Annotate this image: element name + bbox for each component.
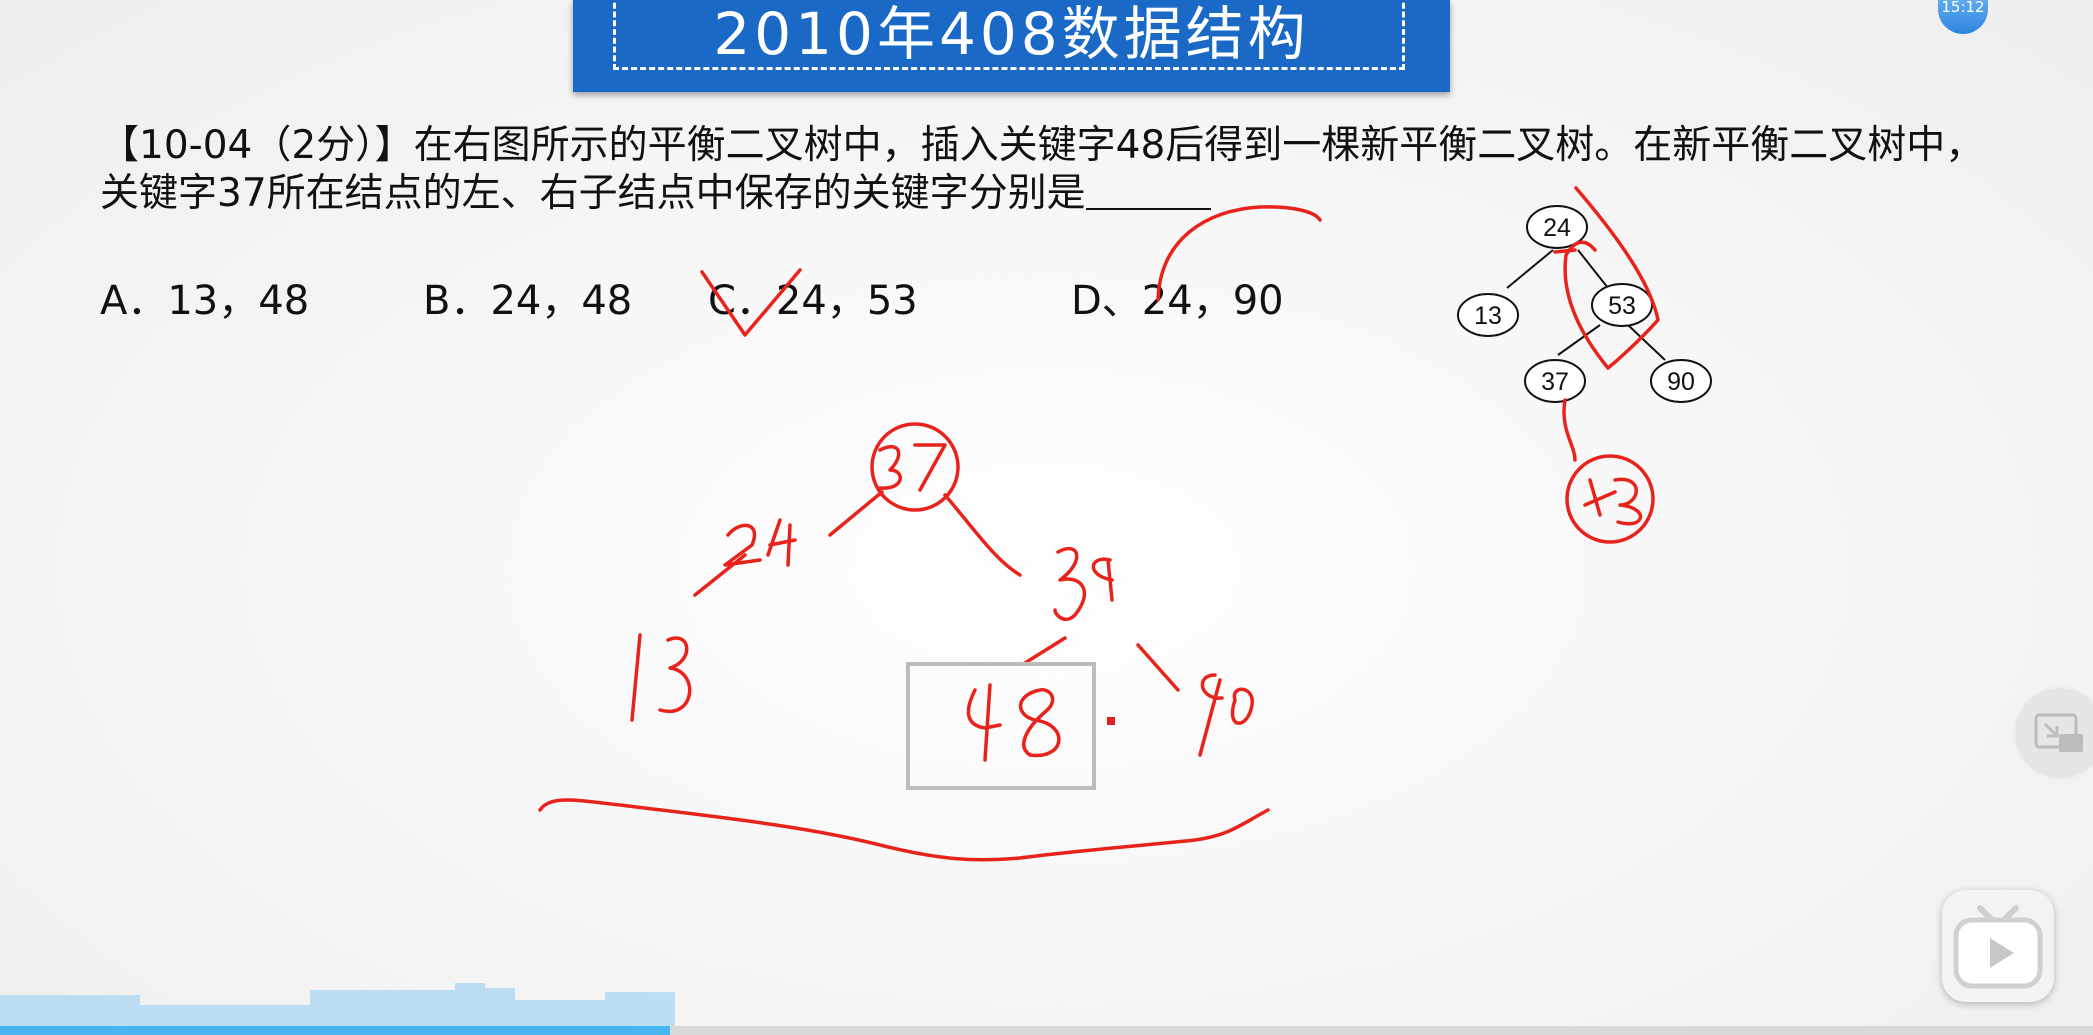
option-a[interactable]: A．13，48 bbox=[100, 278, 310, 324]
tree-node-label: 53 bbox=[1608, 292, 1636, 320]
tree-node-label: 90 bbox=[1667, 368, 1695, 396]
ink-digits-24 bbox=[723, 518, 797, 567]
ink-digits-90 bbox=[1198, 673, 1254, 757]
answer-blank bbox=[1085, 172, 1211, 210]
ink-hook-near-d bbox=[1156, 205, 1322, 302]
ink-digits-53 bbox=[1053, 546, 1114, 621]
tree-node-90: 90 bbox=[1650, 359, 1712, 403]
video-progress-bar[interactable] bbox=[0, 1026, 2093, 1035]
ink-edge-37-24 bbox=[828, 490, 884, 537]
ink-circle-48 bbox=[1565, 454, 1655, 544]
ink-circle-37 bbox=[870, 422, 960, 512]
pen-cursor bbox=[1107, 717, 1115, 725]
checkmark-option-c bbox=[700, 268, 802, 337]
title-banner: 2010年408数据结构 bbox=[573, 0, 1450, 92]
option-d[interactable]: D、24，90 bbox=[1071, 278, 1284, 324]
selection-box[interactable] bbox=[906, 662, 1096, 790]
ink-digits-37 bbox=[878, 443, 947, 492]
ink-tick-on-24 bbox=[1553, 248, 1577, 254]
tv-play-icon bbox=[1953, 905, 2043, 989]
pip-icon bbox=[2034, 713, 2083, 752]
bilibili-play-button[interactable] bbox=[1942, 890, 2054, 1002]
ink-digits-48 bbox=[1583, 477, 1643, 526]
tree-node-13: 13 bbox=[1457, 293, 1519, 337]
tree-node-label: 24 bbox=[1543, 214, 1571, 242]
ink-edge-53-90 bbox=[1136, 643, 1180, 692]
picture-in-picture-button[interactable] bbox=[2017, 690, 2093, 776]
ink-digits-48-box bbox=[966, 683, 1061, 762]
ink-underline-arc bbox=[538, 798, 1270, 862]
banner-dashed-frame bbox=[613, 0, 1405, 70]
ink-edge-37-48 bbox=[1562, 398, 1577, 462]
banner-title: 2010年408数据结构 bbox=[713, 0, 1310, 68]
ink-edge-53-48 bbox=[1023, 636, 1067, 665]
ink-digits-13 bbox=[630, 633, 692, 722]
question-body: 在右图所示的平衡二叉树中，插入关键字48后得到一棵新平衡二叉树。在新平衡二叉树中… bbox=[100, 123, 1985, 216]
tree-node-53: 53 bbox=[1591, 283, 1653, 327]
tree-node-label: 13 bbox=[1474, 302, 1502, 330]
question-text: 【10-04（2分）】在右图所示的平衡二叉树中，插入关键字48后得到一棵新平衡二… bbox=[100, 122, 2000, 218]
video-progress-fill bbox=[0, 1026, 670, 1035]
ink-rotation-loop bbox=[1563, 186, 1660, 370]
ink-edge-37-53 bbox=[943, 493, 1022, 577]
tree-node-label: 37 bbox=[1541, 368, 1569, 396]
option-b[interactable]: B．24，48 bbox=[423, 278, 633, 324]
avl-tree-diagram: 24 13 53 37 90 bbox=[1457, 205, 1712, 403]
question-tag: 【10-04（2分）】 bbox=[100, 123, 414, 168]
tree-edges bbox=[1506, 249, 1666, 361]
ink-edge-24-13 bbox=[693, 553, 747, 597]
tree-node-37: 37 bbox=[1524, 359, 1586, 403]
option-c[interactable]: C．24，53 bbox=[708, 278, 918, 324]
tree-node-24: 24 bbox=[1526, 205, 1588, 249]
